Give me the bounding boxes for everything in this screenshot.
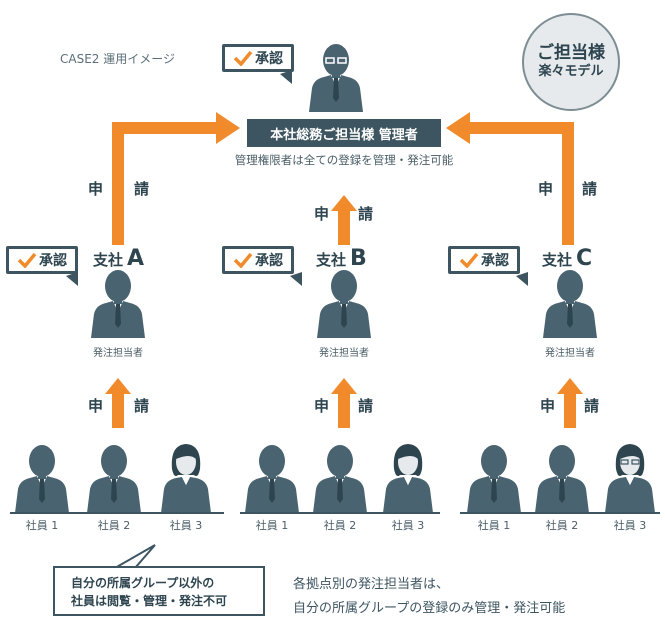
approve-badge-a: 承認 — [6, 246, 78, 274]
bottom-note: 各拠点別の発注担当者は、 自分の所属グループの登録のみ管理・発注可能 — [293, 573, 565, 621]
branch-c-manager-figure — [543, 270, 597, 338]
check-icon — [233, 50, 253, 66]
request-char1: 申 — [538, 180, 554, 198]
request-arrow-c — [468, 122, 574, 245]
branch-letter: C — [576, 246, 593, 271]
employee-figure — [467, 445, 521, 513]
employee-figure — [383, 444, 433, 513]
bottom-note-line1: 各拠点別の発注担当者は、 — [293, 577, 450, 592]
branch-a-manager-figure — [91, 270, 145, 338]
employee-label: 社員 2 — [97, 519, 131, 532]
request-char2: 請 — [134, 397, 150, 415]
employee-label: 社員 3 — [391, 519, 425, 532]
check-icon — [233, 252, 253, 268]
approve-tail — [290, 272, 302, 286]
request-char2: 請 — [584, 397, 600, 415]
employee-figure — [161, 444, 211, 513]
request-char2: 請 — [358, 397, 374, 415]
request-arrow-emp-a — [105, 378, 131, 428]
branch-prefix: 支社 — [93, 251, 124, 269]
request-char1: 申 — [314, 205, 330, 223]
restriction-note-line1: 自分の所属グループ以外の — [71, 576, 215, 590]
request-char1: 申 — [88, 180, 104, 198]
request-char2: 請 — [134, 180, 150, 198]
employee-label: 社員 1 — [255, 519, 289, 532]
employee-label: 社員 1 — [25, 519, 59, 532]
employee-label: 社員 2 — [323, 519, 357, 532]
request-arrow-c-head — [446, 112, 470, 144]
approve-badge-b: 承認 — [222, 246, 294, 274]
employee-figure — [87, 445, 141, 513]
request-char1: 申 — [314, 397, 330, 415]
hq-note: 管理権限者は全ての登録を管理・発注可能 — [234, 153, 454, 167]
request-char2: 請 — [358, 205, 374, 223]
request-char1: 申 — [540, 397, 556, 415]
employee-label: 社員 2 — [545, 519, 579, 532]
branch-prefix: 支社 — [542, 251, 573, 269]
badge-line1: ご担当様 — [537, 43, 605, 63]
approve-label: 承認 — [255, 51, 283, 67]
request-arrow-b — [331, 195, 357, 245]
request-arrow-emp-b — [331, 378, 357, 428]
check-icon — [17, 252, 37, 268]
request-char1: 申 — [88, 397, 104, 415]
approve-tail — [66, 272, 78, 286]
restriction-note: 自分の所属グループ以外の 社員は閲覧・管理・発注不可 — [53, 566, 265, 616]
note-callout-pointer — [111, 544, 156, 569]
check-icon — [459, 252, 479, 268]
branch-b-role: 発注担当者 — [319, 348, 369, 359]
employee-label: 社員 1 — [477, 519, 511, 532]
request-arrow-emp-c — [557, 378, 583, 428]
employee-figure — [535, 445, 589, 513]
request-arrow-a — [112, 122, 218, 245]
branch-prefix: 支社 — [316, 251, 347, 269]
branch-b-manager-figure — [317, 270, 371, 338]
employee-figure — [15, 445, 69, 513]
model-badge: ご担当様 楽々モデル — [522, 13, 620, 111]
employee-figure — [245, 445, 299, 513]
approve-label: 承認 — [481, 253, 509, 269]
approve-badge-hq: 承認 — [222, 44, 294, 72]
request-char2: 請 — [582, 180, 598, 198]
bottom-note-line2: 自分の所属グループの登録のみ管理・発注可能 — [293, 601, 566, 616]
approve-badge-c: 承認 — [448, 246, 520, 274]
branch-letter: A — [127, 246, 145, 271]
restriction-note-line2: 社員は閲覧・管理・発注不可 — [71, 594, 228, 608]
branch-c-role: 発注担当者 — [545, 348, 595, 359]
request-arrow-a-head — [216, 112, 240, 144]
hq-manager-box: 本社総務ご担当様 管理者 — [247, 119, 441, 147]
employee-figure — [605, 444, 655, 513]
approve-tail — [280, 70, 292, 84]
hq-manager-figure — [309, 44, 363, 112]
branch-letter: B — [350, 246, 367, 271]
case-label: CASE2 運用イメージ — [60, 52, 175, 66]
branch-a-role: 発注担当者 — [93, 348, 143, 359]
approve-tail — [516, 272, 528, 286]
approve-label: 承認 — [39, 253, 67, 269]
employee-figure — [313, 445, 367, 513]
employee-label: 社員 3 — [613, 519, 647, 532]
approve-label: 承認 — [255, 253, 283, 269]
employee-label: 社員 3 — [169, 519, 203, 532]
badge-line2: 楽々モデル — [538, 64, 604, 79]
